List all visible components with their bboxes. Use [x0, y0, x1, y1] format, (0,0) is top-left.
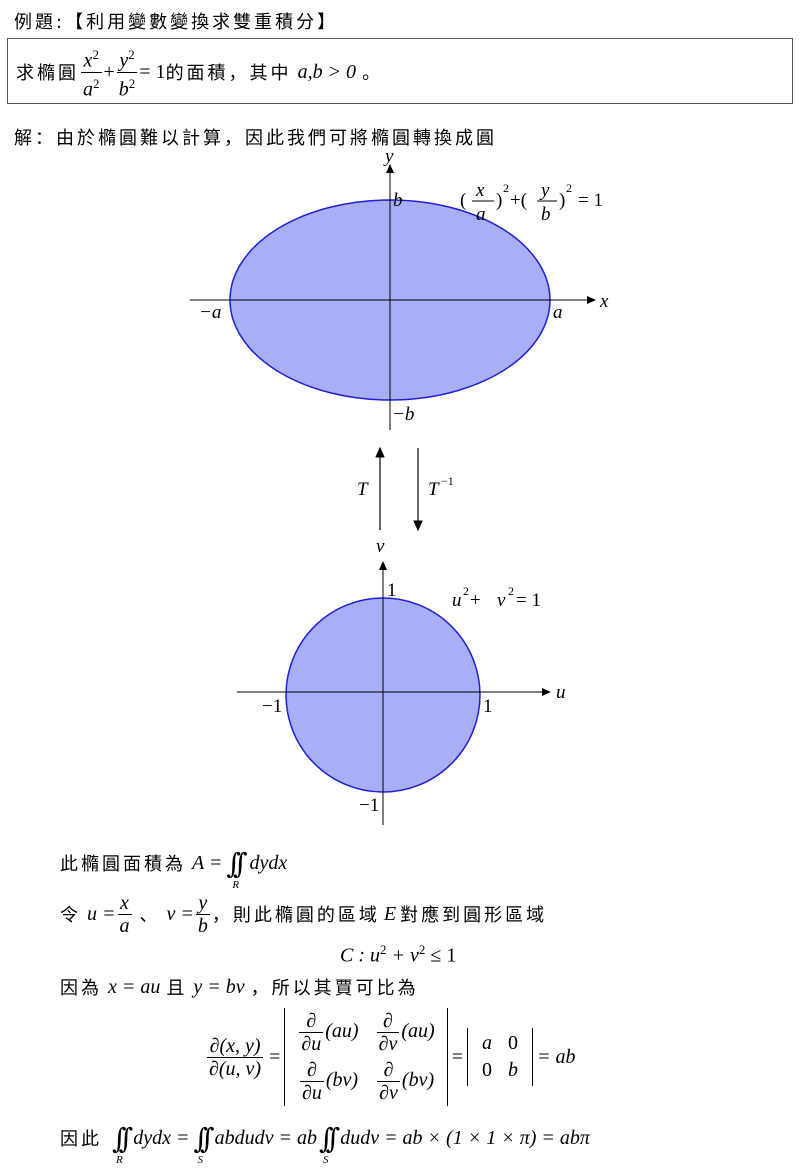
x-axis-label: x [599, 291, 609, 312]
jacobian-intro: 因為 x = au 且 y = bv ，所以其賈可比為 [60, 974, 419, 1000]
v-equals: v = [166, 902, 194, 925]
svg-text:= 1: = 1 [516, 590, 541, 611]
svg-text:2: 2 [463, 584, 469, 598]
area-label: 此橢圓面積為 [60, 854, 186, 875]
integral-2: abdudv = ab [214, 1126, 317, 1149]
v-axis-label: v [376, 536, 385, 557]
problem-suffix: 的面積，其中 [165, 63, 292, 84]
problem-period: 。 [362, 63, 384, 84]
u-equals: u = [87, 902, 116, 925]
jacobian-result: = ab [536, 1045, 576, 1068]
svg-text:y: y [539, 180, 550, 201]
substitution-text-2: 對應到圓形區域 [400, 905, 548, 926]
problem-box [7, 38, 793, 104]
region-E: E [383, 902, 397, 925]
problem-prefix: 求橢圓 [16, 63, 79, 84]
problem-condition: a,b > 0 [297, 60, 357, 83]
plus-sign: + [103, 60, 115, 83]
area-symbol: A = [192, 851, 223, 874]
one-right-label: 1 [483, 696, 493, 717]
problem-statement: 求橢圓 x2 a2 + y2 b2 = 1 的面積，其中 a,b > 0 。 [16, 44, 383, 100]
substitution-text: ，則此橢圓的區域 [211, 905, 380, 926]
final-computation: 因此 ∫∫R dydx = ∫∫S abdudv = ab ∫∫S dudv =… [60, 1121, 590, 1166]
svg-text:2: 2 [503, 181, 509, 195]
t-label: T [357, 479, 369, 500]
svg-text:): ) [559, 190, 565, 211]
transformation-figure: y x b −b a −a ( x a ) 2 +( y b ) 2 = 1 T… [190, 146, 609, 825]
x-equals-au: x = au [108, 975, 161, 998]
integral-3-result: dudv = ab × (1 × 1 × π) = abπ [340, 1126, 590, 1149]
t-inverse-label: T [428, 479, 440, 500]
svg-text:2: 2 [508, 584, 514, 598]
double-integral: ∫∫ R [226, 846, 247, 891]
neg-one-bottom-label: −1 [359, 795, 379, 816]
svg-text:v: v [497, 590, 506, 611]
let-label: 令 [60, 905, 81, 926]
svg-text:2: 2 [566, 181, 572, 195]
example-title: 例題:【利用變數變換求雙重積分】 [14, 12, 339, 33]
area-line: 此橢圓面積為 A = ∫∫ R dydx [60, 838, 288, 891]
y-axis-label: y [383, 146, 394, 167]
svg-text:+(: +( [510, 190, 527, 211]
fraction-x-over-a: x2 a2 [81, 46, 102, 101]
and-label: 且 [166, 978, 188, 999]
b-label: b [393, 190, 403, 211]
svg-text:u: u [452, 590, 462, 611]
jacobian-fraction: ∂(x, y)∂(u, v) [207, 1034, 264, 1080]
equals-one: = 1 [139, 60, 166, 83]
one-top-label: 1 [387, 580, 397, 601]
because-label: 因為 [60, 978, 102, 999]
svg-text:= 1: = 1 [578, 190, 603, 211]
area-integrand: dydx [249, 851, 288, 874]
region-c-definition: C : u2 + v2 ≤ 1 [340, 942, 457, 967]
neg-a-label: −a [199, 302, 221, 323]
neg-b-label: −b [392, 404, 414, 425]
a-label: a [553, 302, 563, 323]
svg-text:): ) [496, 190, 502, 211]
y-equals-bv: y = bv [193, 975, 245, 998]
solution-intro: 解：由於橢圓難以計算，因此我們可將橢圓轉換成圓 [14, 128, 497, 149]
jacobian-intro-text: ，所以其賈可比為 [250, 978, 419, 999]
partial-derivative-matrix: ∂∂u(au) ∂∂v(au) ∂∂u(bv) ∂∂v(bv) [284, 1008, 448, 1106]
svg-text:+: + [470, 590, 481, 611]
fraction-y-over-b: y2 b2 [116, 46, 138, 101]
separator: 、 [139, 905, 161, 926]
svg-text:a: a [476, 204, 486, 225]
jacobian-equation: ∂(x, y)∂(u, v) = ∂∂u(au) ∂∂v(au) ∂∂u(bv)… [207, 1008, 576, 1106]
svg-text:b: b [541, 204, 551, 225]
circle-equation: u 2 + v 2 = 1 [452, 584, 541, 611]
therefore-label: 因此 [60, 1129, 102, 1150]
svg-text:x: x [475, 180, 485, 201]
svg-text:(: ( [460, 190, 466, 211]
neg-one-left-label: −1 [262, 696, 282, 717]
t-inverse-exponent: −1 [441, 474, 454, 488]
u-axis-label: u [556, 682, 566, 703]
ellipse-equation: ( x a ) 2 +( y b ) 2 = 1 [460, 180, 603, 225]
integral-1: dydx = [133, 1126, 190, 1149]
